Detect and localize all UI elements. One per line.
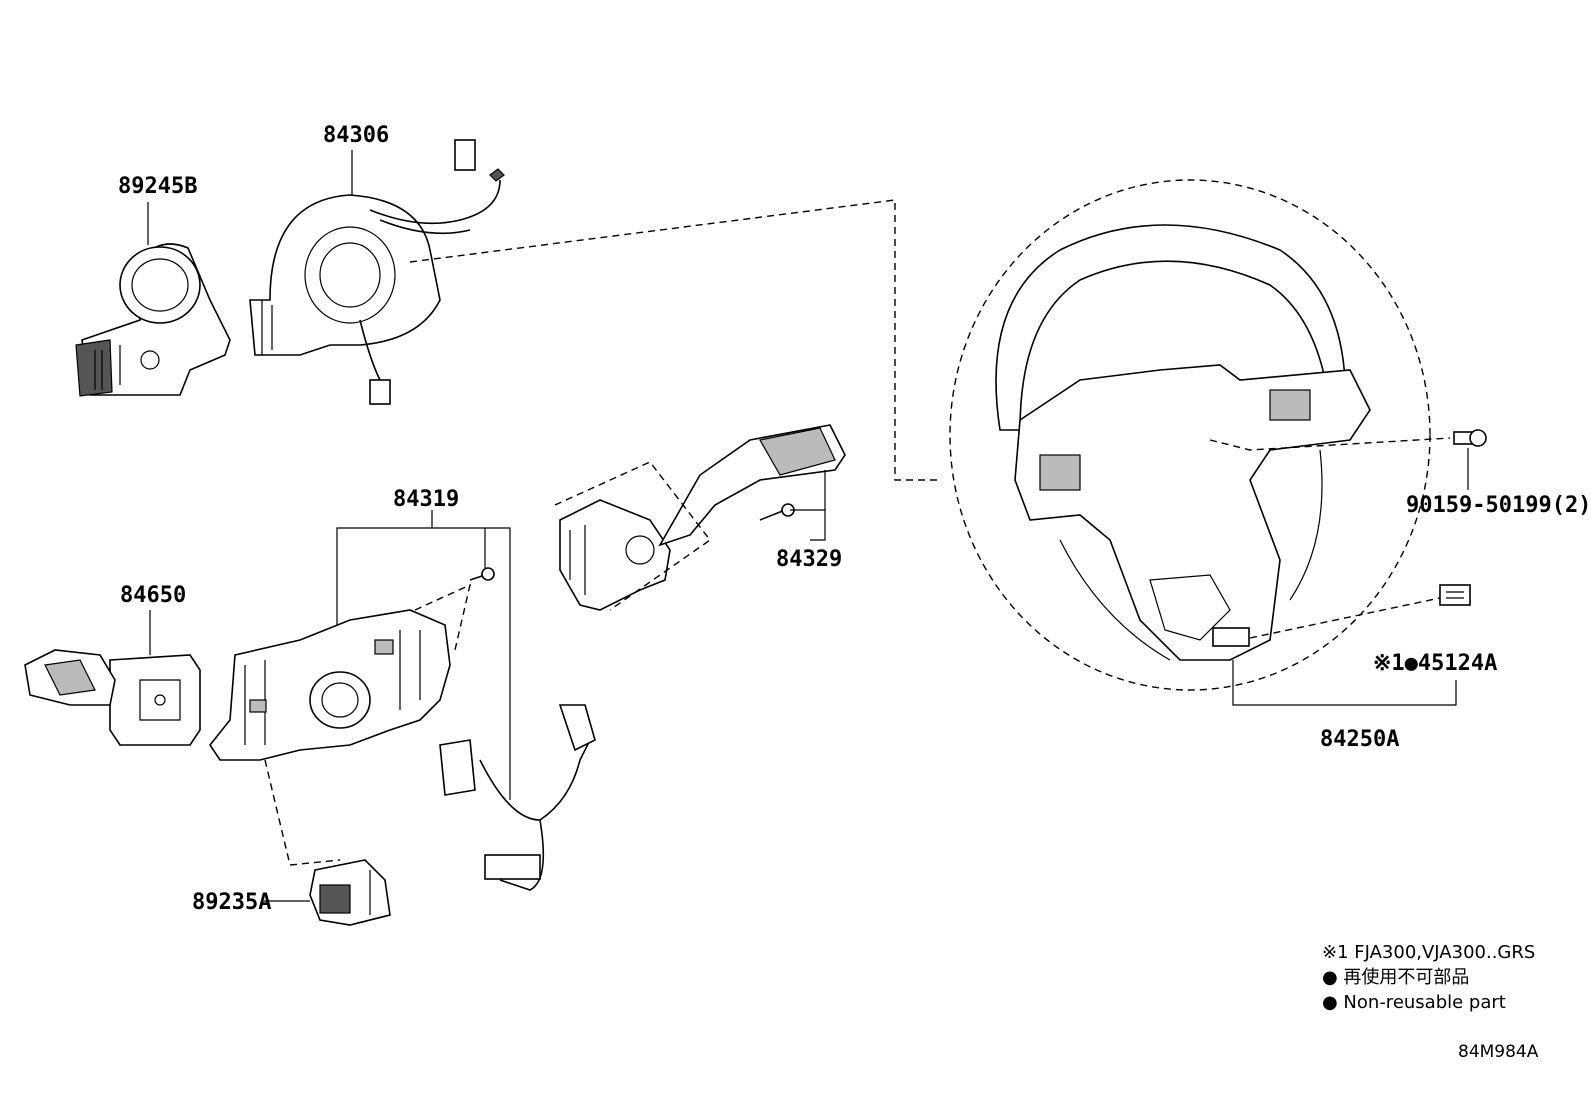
link-line-spiral-to-wheel bbox=[409, 199, 940, 481]
part-label-89245B[interactable]: 89245B bbox=[118, 174, 197, 199]
link-line-screw bbox=[1209, 437, 1451, 451]
steering-wheel-84250A[interactable] bbox=[949, 179, 1431, 691]
link-line-emblem bbox=[1249, 597, 1441, 639]
wire-harness bbox=[439, 704, 596, 891]
screw-84319 bbox=[469, 567, 495, 581]
leader-84319 bbox=[336, 510, 511, 800]
diagram-code: 84M984A bbox=[1458, 1042, 1539, 1062]
leader-84329 bbox=[790, 509, 826, 541]
link-line-84319-screw bbox=[414, 583, 472, 651]
spiral-cable-84306[interactable] bbox=[249, 139, 505, 405]
part-label-45124A[interactable]: ※1●45124A bbox=[1373, 651, 1497, 676]
turn-signal-switch-84650[interactable] bbox=[24, 649, 201, 746]
wiper-switch-84329[interactable] bbox=[554, 424, 846, 611]
badge-icon bbox=[1212, 627, 1250, 647]
screw-90159[interactable] bbox=[1453, 429, 1487, 447]
legend-note-en: ● Non-reusable part bbox=[1322, 992, 1506, 1013]
part-label-84250A[interactable]: 84250A bbox=[1320, 727, 1399, 752]
part-label-84306[interactable]: 84306 bbox=[323, 123, 389, 148]
steering-sensor-89245B[interactable] bbox=[75, 243, 231, 397]
part-label-89235A[interactable]: 89235A bbox=[192, 890, 271, 915]
screw-84329 bbox=[759, 503, 795, 521]
sensor-89235A[interactable] bbox=[309, 859, 391, 926]
legend-note-jp: ● 再使用不可部品 bbox=[1322, 967, 1469, 988]
legend-note-applicability: ※1 FJA300,VJA300..GRS bbox=[1322, 942, 1535, 963]
link-line-89235A bbox=[264, 759, 341, 866]
part-label-84650[interactable]: 84650 bbox=[120, 583, 186, 608]
part-label-84329[interactable]: 84329 bbox=[776, 547, 842, 572]
part-label-90159-50199[interactable]: 90159-50199(2) bbox=[1406, 493, 1591, 518]
switch-body-84319[interactable] bbox=[209, 609, 451, 761]
emblem-45124A[interactable] bbox=[1439, 584, 1471, 606]
part-label-84319[interactable]: 84319 bbox=[393, 487, 459, 512]
connector-icon bbox=[369, 379, 391, 405]
leader-84250A bbox=[1232, 660, 1457, 706]
